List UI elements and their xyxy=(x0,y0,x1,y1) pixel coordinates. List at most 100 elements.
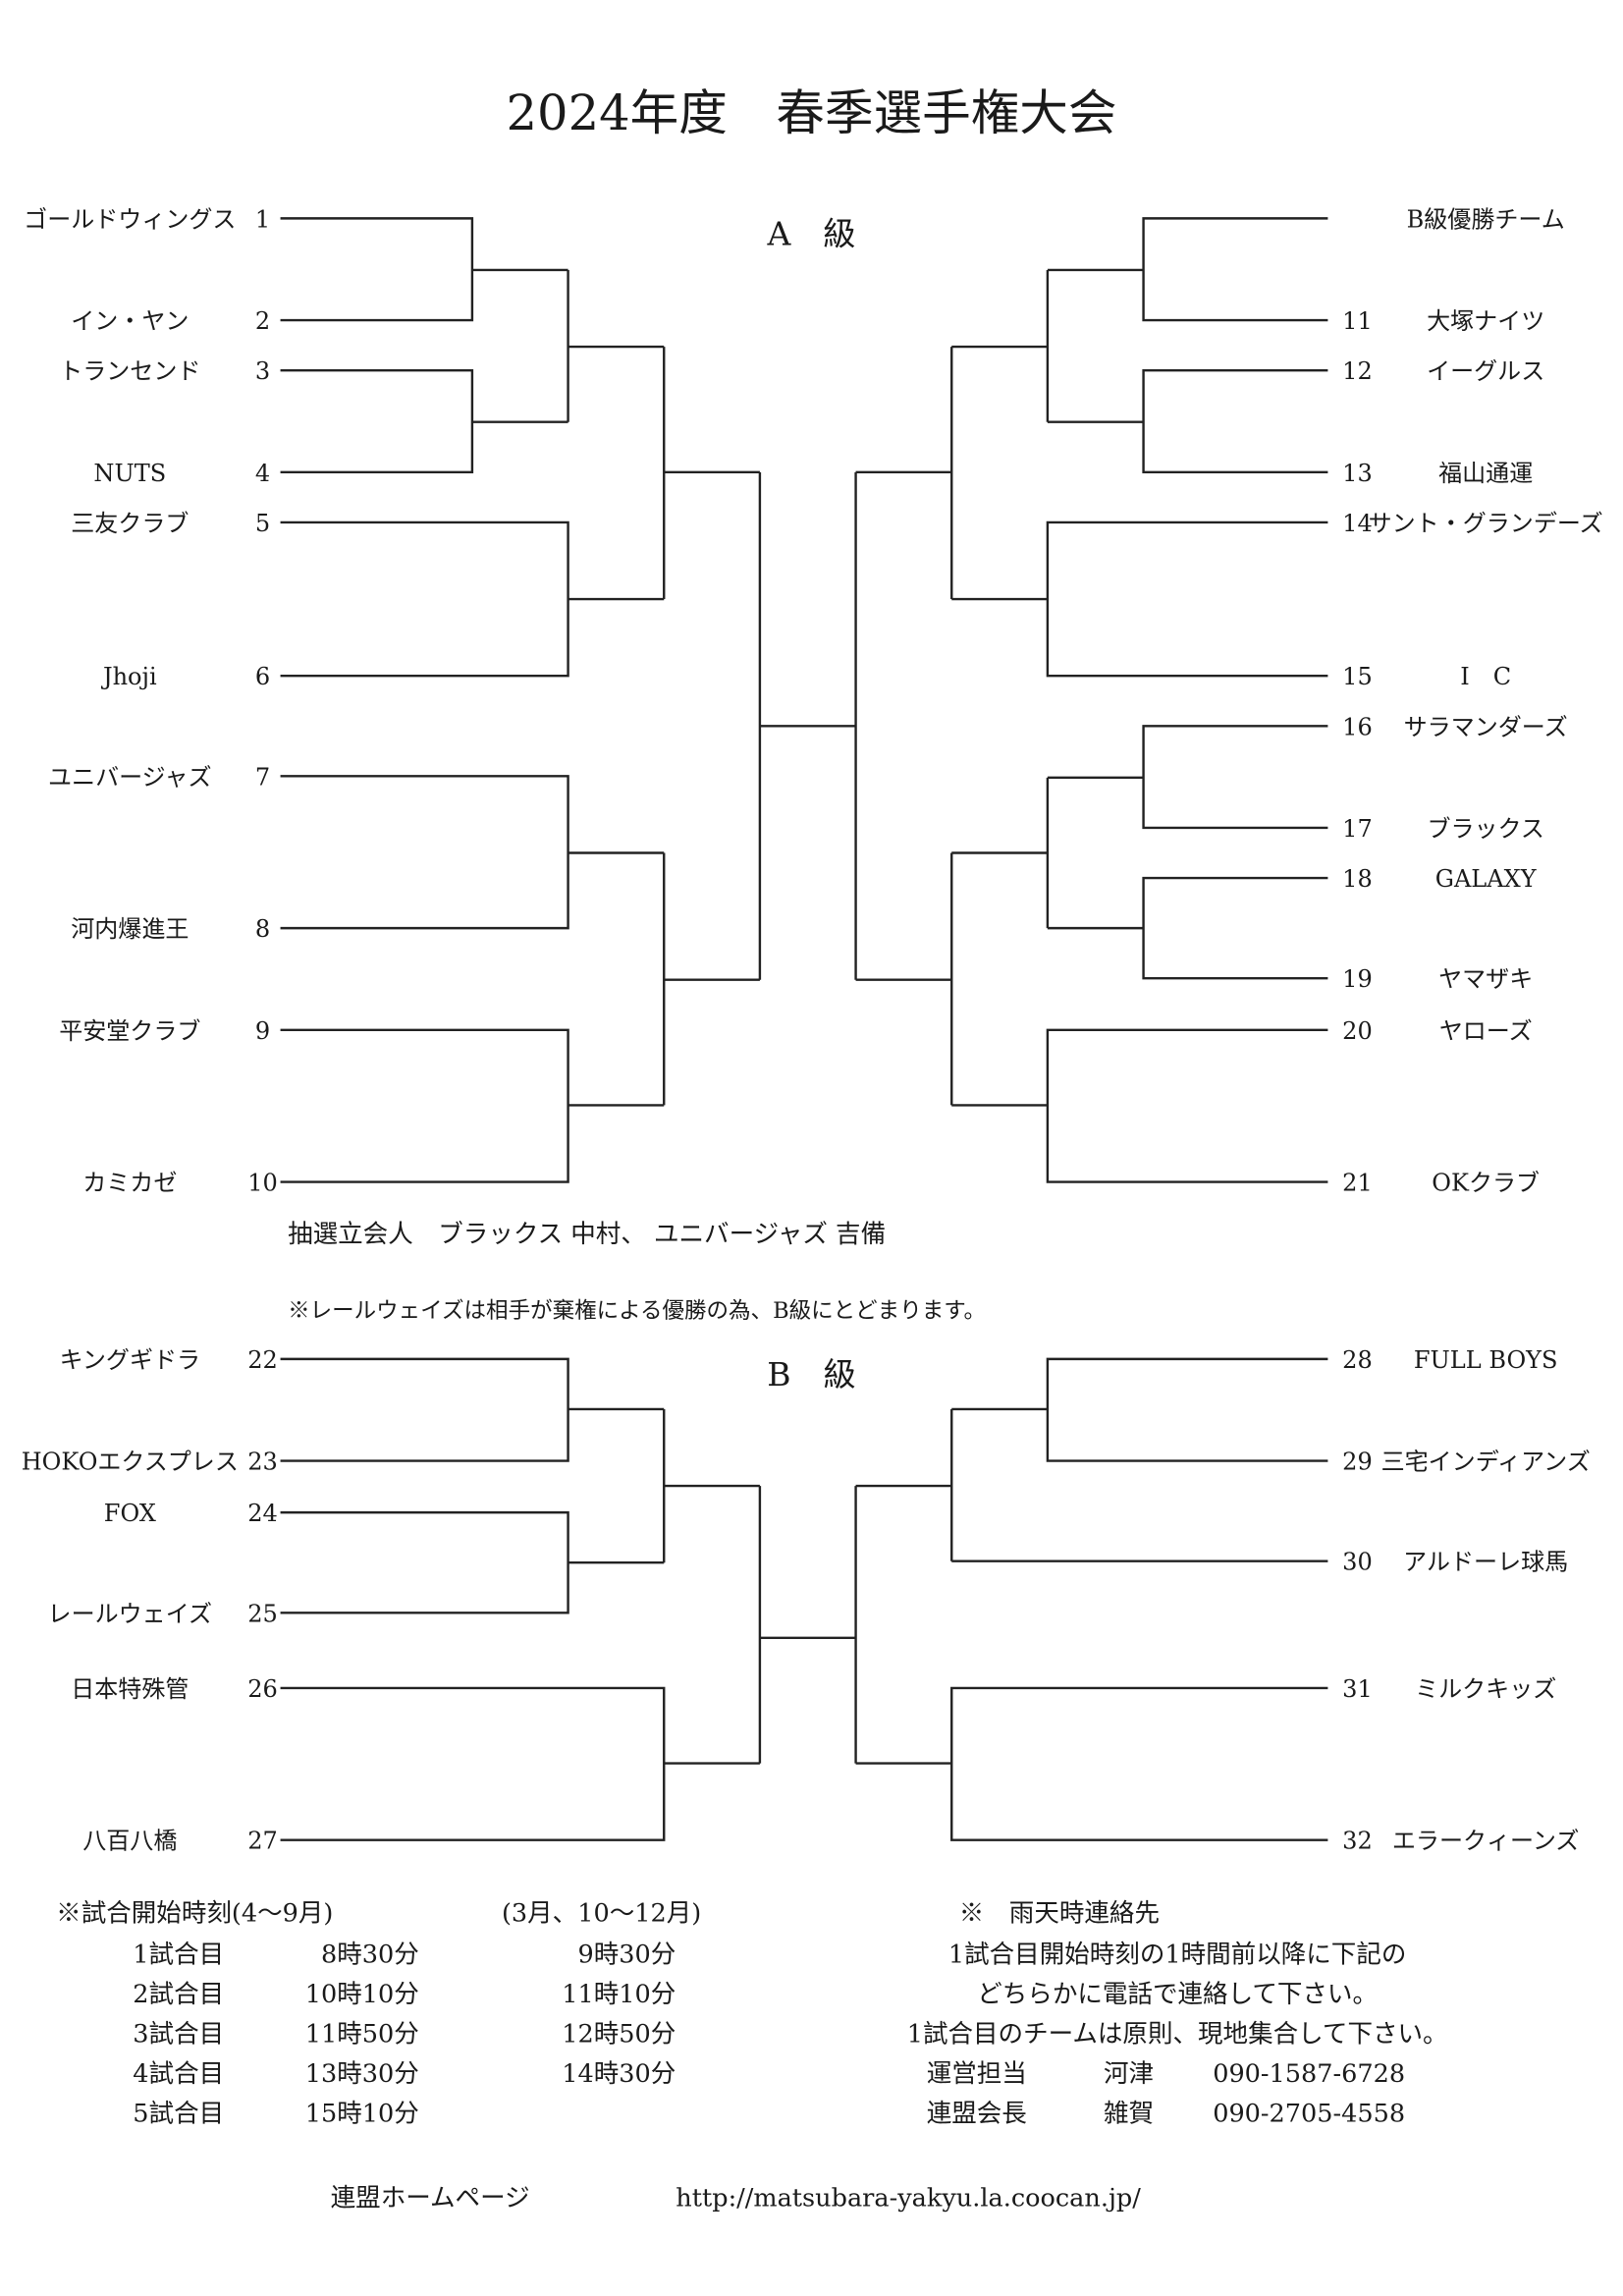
team-name: Jhoji xyxy=(100,663,157,690)
team-name: ヤマザキ xyxy=(1438,965,1533,993)
start-time-summer: 13時30分 xyxy=(305,2059,419,2089)
seed-number: 19 xyxy=(1342,965,1373,993)
seed-number: 31 xyxy=(1342,1675,1373,1703)
team-name: 平安堂クラブ xyxy=(59,1017,200,1045)
seed-number: 5 xyxy=(255,510,270,537)
team-name: ヤローズ xyxy=(1439,1017,1533,1045)
homepage-label: 連盟ホームページ xyxy=(331,2183,530,2213)
seed-number: 25 xyxy=(247,1600,278,1627)
start-time-summer: 8時30分 xyxy=(321,1940,419,1969)
b-class-heading: B 級 xyxy=(767,1355,855,1394)
page-title: 2024年度 春季選手権大会 xyxy=(507,84,1117,141)
contact-name: 雑賀 xyxy=(1104,2100,1154,2129)
start-time-summer: 10時10分 xyxy=(305,1980,419,2009)
seed-number: 32 xyxy=(1342,1828,1373,1855)
schedule-header-summer: ※試合開始時刻(4～9月) xyxy=(56,1898,333,1928)
seed-number: 17 xyxy=(1342,815,1373,843)
seed-number: 1 xyxy=(255,205,270,233)
seed-number: 7 xyxy=(255,763,270,791)
seed-number: 24 xyxy=(247,1500,278,1527)
rain-instruction: 1試合目のチームは原則、現地集合して下さい。 xyxy=(907,2020,1448,2050)
team-name: 三友クラブ xyxy=(71,510,189,537)
seed-number: 26 xyxy=(247,1675,278,1703)
draw-witness-note: 抽選立会人 ブラックス 中村、 ユニバージャズ 吉備 xyxy=(288,1220,886,1249)
team-name: 日本特殊管 xyxy=(71,1675,189,1703)
team-name: サラマンダーズ xyxy=(1404,713,1568,740)
team-name: 八百八橋 xyxy=(82,1828,177,1855)
team-name: 大塚ナイツ xyxy=(1427,307,1544,335)
seed-number: 29 xyxy=(1342,1449,1373,1476)
schedule-header-offseason: (3月、10～12月) xyxy=(502,1898,701,1928)
start-time-summer: 15時10分 xyxy=(305,2100,419,2129)
seed-number: 21 xyxy=(1342,1170,1373,1197)
seed-number: 27 xyxy=(247,1828,278,1855)
seed-number: 18 xyxy=(1342,865,1373,893)
team-name: トランセンド xyxy=(59,357,200,385)
game-label: 5試合目 xyxy=(133,2100,224,2129)
team-name: OKクラブ xyxy=(1432,1170,1540,1197)
contact-role: 連盟会長 xyxy=(927,2100,1027,2129)
team-name: ブラックス xyxy=(1427,815,1543,843)
team-name: サント・グランデーズ xyxy=(1369,510,1603,537)
b-class-note: ※レールウェイズは相手が棄権による優勝の為、B級にとどまります。 xyxy=(288,1298,986,1324)
team-name: キングギドラ xyxy=(60,1346,200,1374)
team-name: I C xyxy=(1460,663,1511,690)
bracket-lines xyxy=(280,217,1328,1841)
game-label: 4試合目 xyxy=(133,2059,224,2089)
team-name: イン・ヤン xyxy=(71,307,189,335)
contact-phone: 090-2705-4558 xyxy=(1213,2100,1405,2129)
start-time-offseason: 11時10分 xyxy=(562,1980,676,2009)
team-name: カミカゼ xyxy=(82,1170,177,1197)
seed-number: 28 xyxy=(1342,1346,1373,1374)
seed-number: 13 xyxy=(1342,460,1373,487)
game-label: 2試合目 xyxy=(133,1980,224,2009)
seed-number: 20 xyxy=(1342,1017,1373,1045)
team-name: B級優勝チーム xyxy=(1407,205,1565,233)
seed-number: 9 xyxy=(255,1017,270,1045)
team-name: NUTS xyxy=(93,460,166,487)
game-label: 1試合目 xyxy=(133,1940,224,1969)
team-name: ゴールドウィングス xyxy=(24,205,236,233)
seed-number: 16 xyxy=(1342,713,1373,740)
a-class-heading: A 級 xyxy=(767,214,856,252)
seed-number: 22 xyxy=(247,1346,278,1374)
seed-number: 15 xyxy=(1342,663,1373,690)
seed-number: 10 xyxy=(247,1170,278,1197)
seed-number: 11 xyxy=(1342,307,1373,335)
start-time-offseason: 12時50分 xyxy=(562,2020,676,2050)
team-name: GALAXY xyxy=(1435,865,1538,893)
seed-number: 3 xyxy=(255,357,270,385)
team-name: レールウェイズ xyxy=(48,1600,213,1627)
start-time-offseason: 9時30分 xyxy=(577,1940,676,1969)
team-name: HOKOエクスプレス xyxy=(22,1449,239,1476)
team-name: ミルクキッズ xyxy=(1415,1675,1556,1703)
seed-number: 4 xyxy=(255,460,270,487)
team-name: FOX xyxy=(104,1500,156,1527)
seed-number: 6 xyxy=(255,663,270,690)
seed-number: 14 xyxy=(1342,510,1373,537)
start-time-offseason: 14時30分 xyxy=(562,2059,676,2089)
team-name: イーグルス xyxy=(1427,357,1544,385)
seed-number: 12 xyxy=(1342,357,1373,385)
start-time-summer: 11時50分 xyxy=(305,2020,419,2050)
rain-instruction: どちらかに電話で連絡して下さい。 xyxy=(977,1980,1378,2009)
team-name: ユニバージャズ xyxy=(48,763,212,791)
rain-contact-header: ※ 雨天時連絡先 xyxy=(959,1898,1160,1928)
team-name: 三宅インディアンズ xyxy=(1381,1449,1591,1476)
rain-instruction: 1試合目開始時刻の1時間前以降に下記の xyxy=(948,1940,1407,1969)
team-name: 河内爆進王 xyxy=(71,915,189,943)
team-name: エラークィーンズ xyxy=(1392,1828,1580,1855)
seed-number: 2 xyxy=(255,307,270,335)
contact-name: 河津 xyxy=(1104,2059,1154,2089)
game-label: 3試合目 xyxy=(133,2020,224,2050)
contact-role: 運営担当 xyxy=(927,2059,1027,2089)
seed-number: 23 xyxy=(247,1449,278,1476)
seed-number: 30 xyxy=(1342,1549,1373,1576)
homepage-link[interactable]: http://matsubara-yakyu.la.coocan.jp/ xyxy=(676,2183,1141,2213)
seed-number: 8 xyxy=(255,915,270,943)
footer-info: ※試合開始時刻(4～9月) (3月、10～12月) 1試合目 8時30分 9時30分 2試… xyxy=(56,1898,1447,2213)
team-name: アルドーレ球馬 xyxy=(1403,1549,1568,1576)
team-name: FULL BOYS xyxy=(1414,1346,1558,1374)
